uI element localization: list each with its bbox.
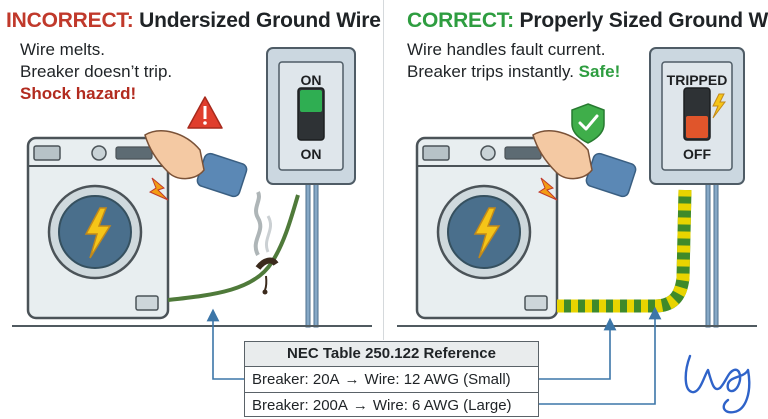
switch-bottom-label: ON	[300, 146, 322, 162]
arrow-icon: →	[352, 397, 368, 414]
correct-line-2: Breaker trips instantly. Safe!	[407, 62, 620, 82]
incorrect-label: INCORRECT:	[6, 9, 134, 32]
breaker-handle-on	[300, 90, 322, 112]
breaker-handle-off	[686, 116, 708, 138]
breaker-rating: Breaker: 20A	[252, 371, 340, 388]
correct-label: CORRECT:	[407, 9, 514, 32]
floor-line	[397, 325, 757, 327]
melted-wire-section	[255, 257, 279, 270]
hand-icon	[532, 130, 637, 198]
arrow-icon: →	[344, 371, 360, 388]
spark-icon	[537, 177, 558, 201]
spark-icon	[148, 177, 169, 201]
wire-size: Wire: 6 AWG (Large)	[372, 397, 512, 414]
switch-top-label: TRIPPED	[666, 72, 728, 88]
smoke-icon	[265, 215, 273, 253]
breaker-rating: Breaker: 200A	[252, 397, 348, 414]
wire-size: Wire: 12 AWG (Small)	[364, 371, 511, 388]
incorrect-title-text: Undersized Ground Wire	[139, 9, 381, 32]
incorrect-illustration	[26, 47, 356, 328]
correct-panel: CORRECT: Properly Sized Ground Wire Wire…	[385, 0, 768, 340]
lightning-icon	[84, 207, 112, 259]
warning-triangle-icon	[187, 96, 223, 129]
table-row: Breaker: 20A→Wire: 12 AWG (Small)	[245, 367, 538, 392]
table-header: NEC Table 250.122 Reference	[245, 342, 538, 367]
nec-reference-table: NEC Table 250.122 Reference Breaker: 20A…	[244, 341, 539, 417]
incorrect-line-1: Wire melts.	[20, 40, 105, 59]
switch-top-label: ON	[300, 72, 322, 88]
melt-drip	[262, 289, 268, 295]
switch-bottom-label: OFF	[683, 146, 711, 162]
shock-hazard-text: Shock hazard!	[20, 84, 137, 103]
shield-check-icon	[571, 103, 605, 144]
panel-divider	[383, 0, 384, 340]
incorrect-line-2: Breaker doesn’t trip.	[20, 62, 173, 81]
smoke-icon	[253, 191, 263, 256]
safe-text: Safe!	[578, 62, 621, 81]
correct-title: CORRECT: Properly Sized Ground Wire	[407, 9, 768, 33]
correct-line-2-text: Breaker trips instantly.	[407, 62, 574, 81]
floor-line	[12, 325, 372, 327]
arrow-to-correct-wire-large	[539, 306, 662, 405]
hand-icon	[144, 130, 248, 198]
proper-ground-wire-stripes	[557, 189, 692, 313]
lightning-icon	[473, 207, 501, 259]
table-row: Breaker: 200A→Wire: 6 AWG (Large)	[245, 392, 538, 418]
correct-title-text: Properly Sized Ground Wire	[519, 9, 768, 32]
correct-line-1: Wire handles fault current.	[407, 40, 606, 59]
correct-illustration	[415, 47, 745, 328]
incorrect-title: INCORRECT: Undersized Ground Wire	[6, 9, 381, 33]
spark-icon	[712, 93, 726, 119]
melt-drip	[264, 275, 268, 291]
incorrect-panel: INCORRECT: Undersized Ground Wire Wire m…	[0, 0, 383, 340]
arrow-to-correct-wire	[539, 317, 617, 380]
washing-machine	[26, 136, 170, 320]
arrow-to-incorrect-wire	[206, 308, 244, 380]
